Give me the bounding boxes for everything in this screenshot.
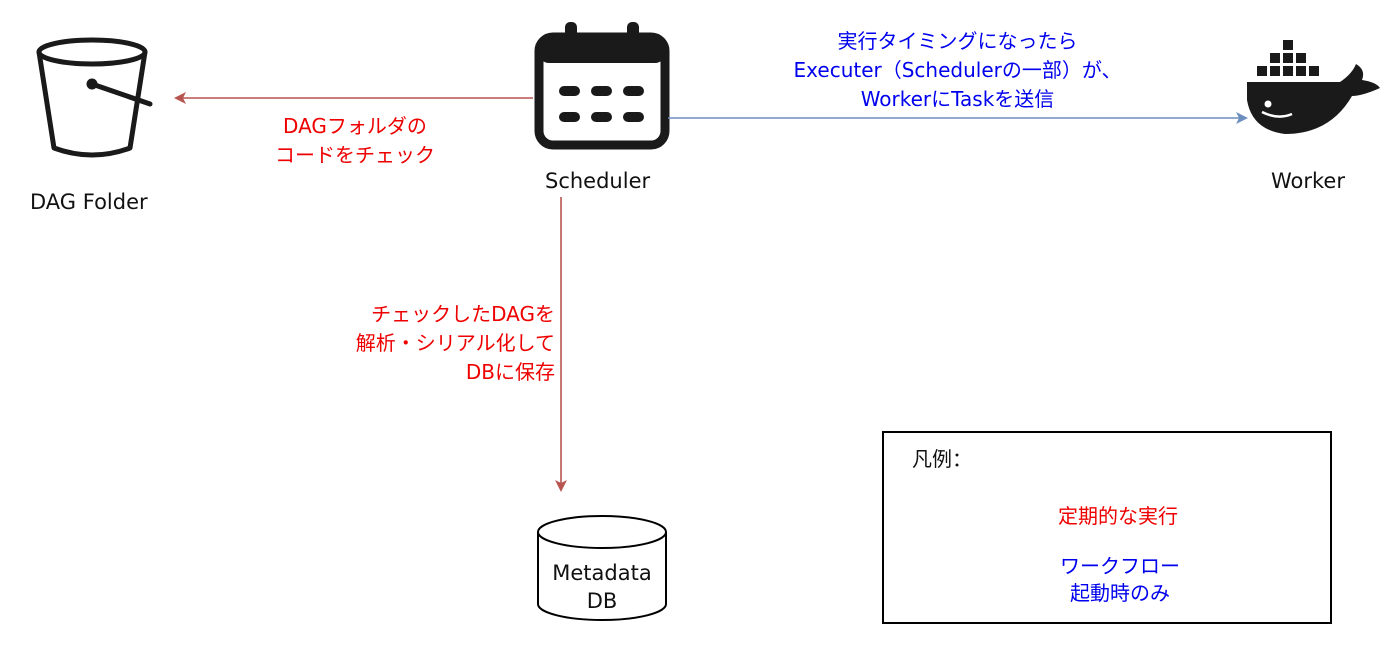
metadata-db-label: Metadata DB (538, 559, 666, 615)
edge-label-check-dag-line1: DAGフォルダの (283, 114, 427, 138)
legend-title: 凡例： (912, 447, 972, 471)
metadata-db-label-line1: Metadata (552, 561, 652, 585)
legend-periodic-label: 定期的な実行 (1054, 503, 1182, 530)
edge-label-save-db-line2: 解析・シリアル化して (355, 331, 555, 355)
edge-label-send-task-line1: 実行タイミングになったら (837, 29, 1078, 53)
edge-label-send-task: 実行タイミングになったら Executer（Schedulerの一部）が、 Wo… (720, 27, 1195, 114)
metadata-db-label-line2: DB (586, 589, 618, 613)
edge-label-save-db-line1: チェックしたDAGを (371, 302, 555, 326)
legend-workflow-label: ワークフロー 起動時のみ (1056, 553, 1184, 607)
calendar-icon (534, 22, 670, 150)
edge-label-send-task-line3: WorkerにTaskを送信 (860, 87, 1055, 111)
edge-label-check-dag-line2: コードをチェック (275, 143, 435, 167)
dag-folder-label: DAG Folder (30, 190, 148, 214)
legend-workflow-label-line2: 起動時のみ (1070, 581, 1170, 605)
bucket-icon (36, 37, 153, 158)
edge-label-check-dag: DAGフォルダの コードをチェック (240, 112, 470, 170)
edge-label-save-db-line3: DBに保存 (465, 360, 555, 384)
edge-label-send-task-line2: Executer（Schedulerの一部）が、 (793, 58, 1122, 82)
legend-workflow-label-line1: ワークフロー (1060, 554, 1180, 578)
docker-whale-icon (1247, 40, 1380, 134)
database-cylinder-icon (537, 515, 667, 621)
worker-label: Worker (1271, 169, 1345, 193)
scheduler-label: Scheduler (545, 169, 651, 193)
edge-label-save-db: チェックしたDAGを 解析・シリアル化して DBに保存 (290, 300, 555, 387)
